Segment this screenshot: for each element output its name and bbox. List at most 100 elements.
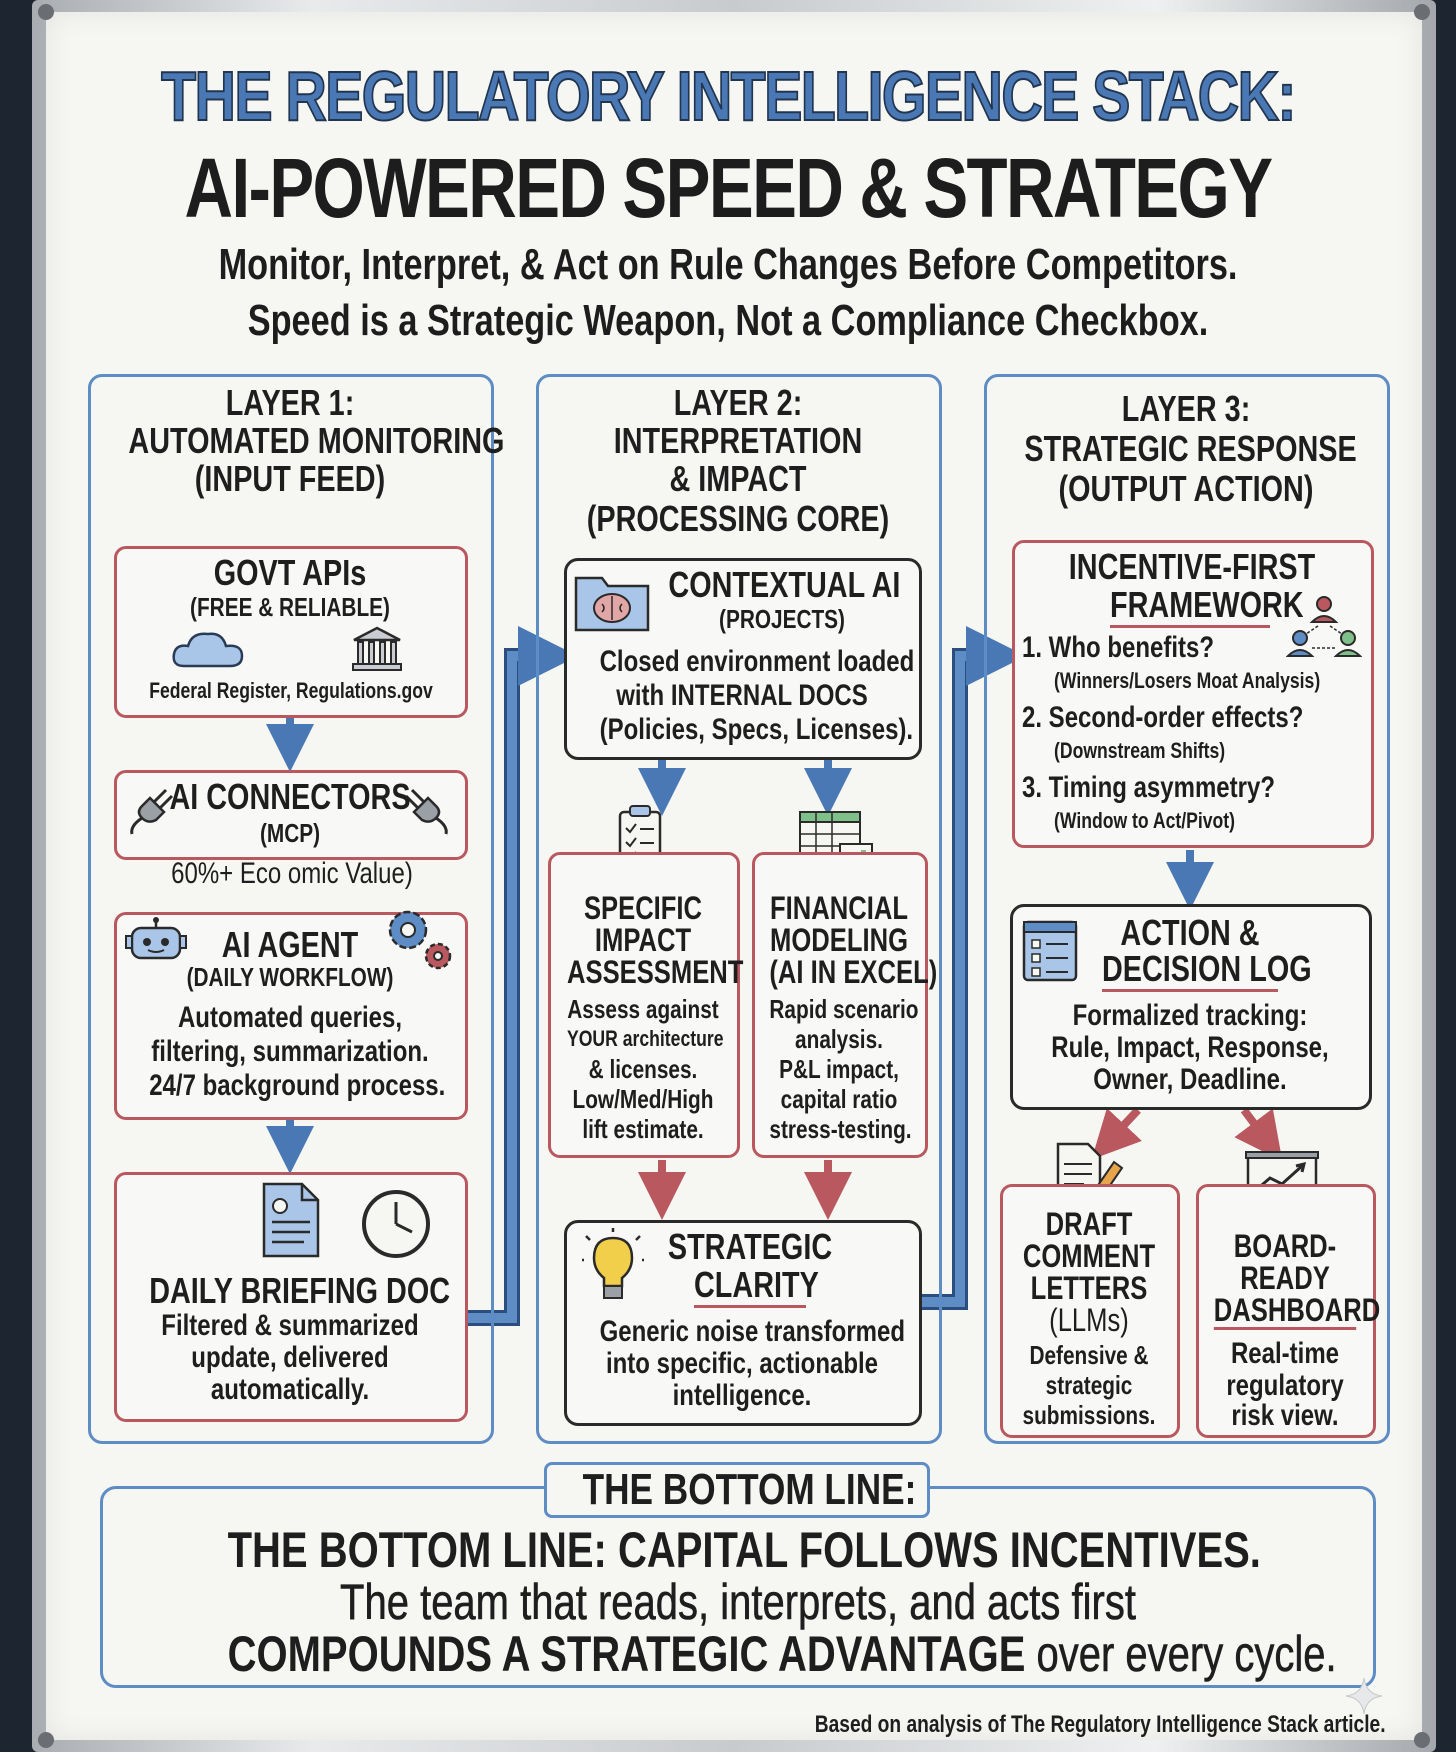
impact-title-3: ASSESSMENT <box>567 954 744 990</box>
decision-log-line-2: Rule, Impact, Response, <box>1051 1031 1329 1064</box>
corner-bolt <box>1414 4 1430 20</box>
govt-apis-title: GOVT APIs <box>213 552 367 593</box>
people-network-icon <box>1286 596 1362 657</box>
financial-title-1: FINANCIAL <box>770 890 908 926</box>
ai-agent-line-1: Automated queries, <box>177 1001 403 1034</box>
draft-title-2: COMMENT <box>1022 1238 1156 1274</box>
decision-log-line-1: Formalized tracking: <box>1072 999 1308 1032</box>
sparkle-icon <box>1345 1677 1383 1715</box>
daily-briefing-line-1: Filtered & summarized <box>161 1309 419 1342</box>
impact-line-3: & licenses. <box>588 1054 698 1084</box>
strategic-clarity-line-1: Generic noise transformed <box>599 1315 906 1348</box>
decision-log-title-1: ACTION & <box>1120 912 1260 953</box>
layer-3-subtitle: (OUTPUT ACTION) <box>1058 468 1314 509</box>
bottom-line-3-tail: over every cycle. <box>1025 1626 1337 1682</box>
page-title: THE REGULATORY INTELLIGENCE STACK: <box>160 56 1297 136</box>
financial-modeling-box <box>752 852 928 1158</box>
financial-title-2: MODELING <box>770 922 908 958</box>
ai-agent-subtitle: (DAILY WORKFLOW) <box>186 962 394 992</box>
dashboard-line-3: risk view. <box>1231 1399 1339 1432</box>
contextual-ai-line-3: (Policies, Specs, Licenses). <box>599 713 914 746</box>
ai-agent-title: AI AGENT <box>221 924 359 965</box>
strategic-clarity-line-3: intelligence. <box>672 1379 812 1412</box>
dashboard-line-2: regulatory <box>1226 1369 1344 1402</box>
layer-2-title-2: & IMPACT <box>669 458 807 499</box>
financial-line-4: capital ratio <box>780 1084 898 1114</box>
impact-title-1: SPECIFIC <box>583 890 703 926</box>
layer-3-label: LAYER 3: <box>1121 388 1251 429</box>
impact-line-5: lift estimate. <box>582 1114 704 1144</box>
impact-line-4: Low/Med/High <box>572 1084 714 1114</box>
plug-icon <box>404 788 448 835</box>
govt-apis-box <box>114 546 468 718</box>
draft-line-3: submissions. <box>1022 1400 1156 1430</box>
specific-impact-box <box>548 852 740 1158</box>
subtitle-line-2: Speed is a Strategic Weapon, Not a Compl… <box>247 296 1209 345</box>
draft-letters-box <box>1000 1184 1180 1438</box>
govt-apis-sources: Federal Register, Regulations.gov <box>149 678 433 703</box>
contextual-ai-line-2: with INTERNAL DOCS <box>616 679 868 712</box>
bottom-line-3-emphasis: COMPOUNDS A STRATEGIC ADVANTAGE <box>227 1626 1026 1682</box>
daily-briefing-line-2: update, delivered <box>191 1341 389 1374</box>
contextual-ai-line-1: Closed environment loaded <box>599 645 915 678</box>
gears-icon <box>388 910 452 970</box>
layer-1-column <box>88 374 494 1444</box>
cloud-icon <box>172 632 244 668</box>
layer-1-title: AUTOMATED MONITORING <box>128 420 505 461</box>
framework-q3-note: (Window to Act/Pivot) <box>1054 808 1236 833</box>
corner-bolt <box>38 4 54 20</box>
dashboard-title-3: DASHBOARD <box>1213 1292 1381 1330</box>
financial-title-3: (AI IN EXCEL) <box>769 954 938 990</box>
contextual-ai-title: CONTEXTUAL AI <box>668 564 901 605</box>
ai-agent-line-3: 24/7 background process. <box>149 1069 446 1102</box>
corner-bolt <box>1414 1732 1430 1748</box>
layer-1-subtitle: (INPUT FEED) <box>194 458 386 499</box>
daily-briefing-title: DAILY BRIEFING DOC <box>149 1270 451 1311</box>
ai-agent-line-2: filtering, summarization. <box>151 1035 429 1068</box>
page-headline: AI-POWERED SPEED & STRATEGY <box>184 141 1273 235</box>
framework-q1-note: (Winners/Losers Moat Analysis) <box>1054 668 1321 693</box>
framework-q2: 2. Second-order effects? <box>1022 701 1304 734</box>
strategic-clarity-title-1: STRATEGIC <box>667 1226 833 1267</box>
layer-1-label: LAYER 1: <box>225 382 355 423</box>
daily-briefing-line-3: automatically. <box>210 1373 370 1406</box>
financial-line-3: P&L impact, <box>779 1054 899 1084</box>
draft-title-1: DRAFT <box>1045 1206 1133 1242</box>
corner-bolt <box>38 1732 54 1748</box>
framework-title-1: INCENTIVE-FIRST <box>1068 546 1316 587</box>
clock-icon <box>362 1190 430 1258</box>
bottom-line-1: THE BOTTOM LINE: CAPITAL FOLLOWS INCENTI… <box>227 1522 1261 1578</box>
draft-title-3: LETTERS <box>1030 1270 1148 1306</box>
bottom-line-tab <box>544 1462 930 1518</box>
ai-connectors-box <box>114 770 468 860</box>
layer-2-label: LAYER 2: <box>673 382 803 423</box>
impact-line-2: YOUR architecture <box>567 1026 724 1051</box>
checklist-window-icon <box>1022 920 1078 982</box>
framework-title-2: FRAMEWORK <box>1110 586 1304 628</box>
decision-log-title-2: DECISION LOG <box>1102 950 1312 992</box>
dashboard-title-2: READY <box>1240 1260 1330 1296</box>
financial-line-2: analysis. <box>795 1024 883 1054</box>
bottom-line-label: THE BOTTOM LINE: <box>582 1465 917 1514</box>
strategic-clarity-title-2: CLARITY <box>694 1266 819 1308</box>
dashboard-line-1: Real-time <box>1230 1337 1340 1370</box>
layer-3-column <box>984 374 1390 1444</box>
strategic-clarity-line-2: into specific, actionable <box>605 1347 879 1380</box>
draft-title-4: (LLMs) <box>1049 1302 1129 1338</box>
lightbulb-icon <box>582 1228 644 1299</box>
financial-line-5: stress-testing. <box>769 1114 912 1144</box>
draft-line-1: Defensive & <box>1029 1340 1149 1370</box>
bank-building-icon <box>352 626 402 671</box>
layer-2-title: INTERPRETATION <box>613 420 863 461</box>
bottom-line-2: The team that reads, interprets, and act… <box>228 1574 1249 1630</box>
framework-q3: 3. Timing asymmetry? <box>1022 771 1275 804</box>
layer-2-column <box>536 374 942 1444</box>
bottom-line-2-text: The team that reads, interprets, and act… <box>340 1574 1136 1630</box>
govt-apis-subtitle: (FREE & RELIABLE) <box>190 592 390 622</box>
economic-value-note: 60%+ Eco omic Value) <box>171 857 413 890</box>
impact-title-2: IMPACT <box>594 922 692 958</box>
decision-log-line-3: Owner, Deadline. <box>1093 1063 1287 1096</box>
contextual-ai-subtitle: (PROJECTS) <box>719 604 845 634</box>
subtitle-line-1: Monitor, Interpret, & Act on Rule Change… <box>218 240 1238 289</box>
board-dashboard-box <box>1196 1184 1376 1438</box>
